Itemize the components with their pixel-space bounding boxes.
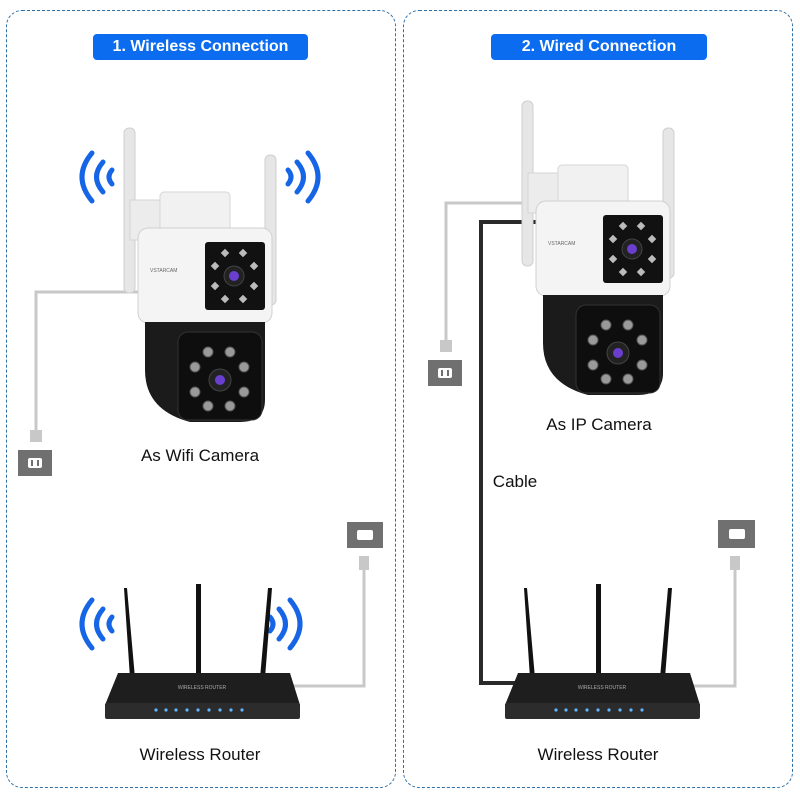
wifi-waves-icon bbox=[79, 597, 303, 651]
wireless-router-image bbox=[105, 584, 300, 719]
wifi-camera-image bbox=[123, 127, 277, 423]
ip-camera-caption: As IP Camera bbox=[546, 415, 652, 434]
wifi-camera-caption: As Wifi Camera bbox=[140, 446, 260, 465]
right-router-caption: Wireless Router bbox=[537, 745, 659, 764]
cable-label: Cable bbox=[492, 472, 538, 491]
wired-connection-title: 2. Wired Connection bbox=[491, 34, 707, 60]
power-cable bbox=[444, 201, 540, 342]
wireless-connection-title: 1. Wireless Connection bbox=[93, 34, 308, 60]
left-router-caption: Wireless Router bbox=[139, 745, 261, 764]
wifi-waves-icon bbox=[79, 150, 321, 204]
power-cable bbox=[690, 570, 737, 688]
power-cable bbox=[288, 570, 366, 688]
power-plug bbox=[440, 340, 452, 352]
power-cable bbox=[34, 290, 140, 432]
wireless-connection-panel bbox=[6, 10, 396, 788]
wireless-router-image bbox=[505, 584, 700, 719]
power-socket-icon bbox=[18, 450, 52, 476]
power-socket-icon bbox=[428, 360, 462, 386]
power-plug bbox=[30, 430, 42, 442]
network-cable bbox=[479, 220, 545, 685]
wired-connection-panel bbox=[403, 10, 793, 788]
ip-camera-image bbox=[521, 100, 675, 396]
